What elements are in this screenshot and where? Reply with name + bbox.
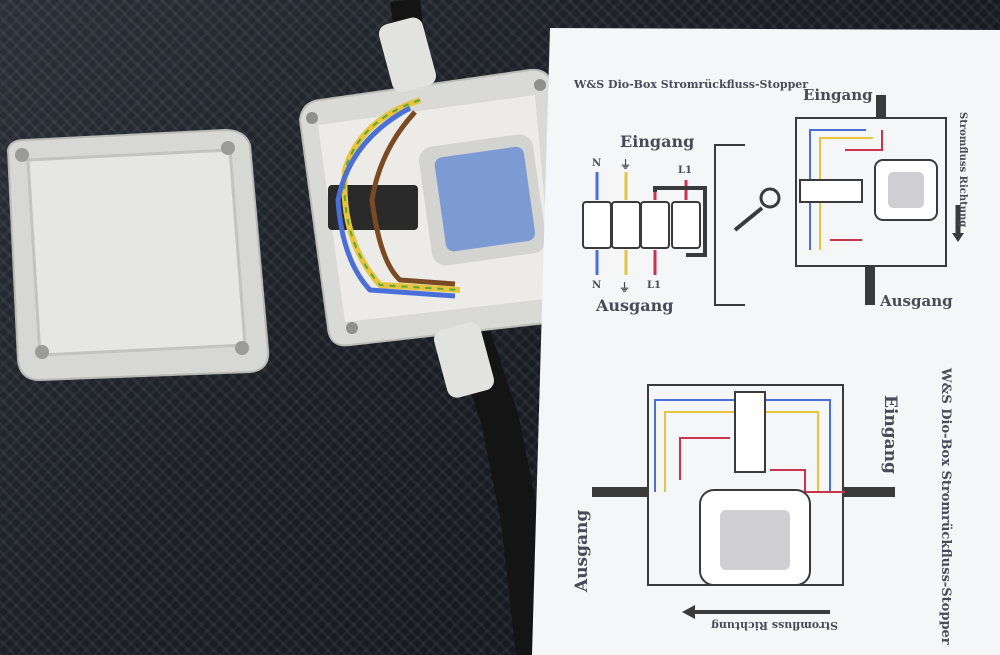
screw — [15, 148, 29, 162]
bottom-diagram-title: W&S Dio-Box Stromrückfluss-Stopper — [938, 368, 953, 645]
magnifier-icon — [759, 187, 781, 209]
top-diagram-flow-label: Stromfluss Richtung — [957, 112, 968, 228]
bottom-diagram-output-label: Ausgang — [572, 509, 592, 592]
arrow-left-icon — [682, 605, 695, 619]
screw — [35, 345, 49, 359]
detail-input-label: Eingang — [620, 132, 695, 151]
junction-box — [298, 17, 574, 398]
detail-terminal-earth-top: ⏚ — [620, 158, 631, 171]
screw — [235, 341, 249, 355]
detail-output-label: Ausgang — [596, 296, 674, 315]
detail-terminal-earth-bottom: ⏚ — [619, 281, 630, 294]
top-diagram-input-label: Eingang — [803, 86, 873, 104]
top-diagram-output-label: Ausgang — [880, 292, 953, 310]
wiring-diagram-top — [795, 95, 964, 305]
arrow-down-icon — [952, 233, 964, 242]
wiring-diagram-bottom — [592, 384, 895, 619]
arrow-icon — [733, 206, 764, 232]
screw — [221, 141, 235, 155]
terminal-detail — [582, 144, 781, 306]
bottom-diagram-input-label: Eingang — [880, 395, 900, 474]
detail-terminal-l1-top: L1 — [678, 165, 692, 176]
bottom-diagram-flow-label: Stromfluss Richtung — [711, 619, 838, 632]
detail-terminal-n-bottom: N — [592, 280, 602, 291]
detail-terminal-n-top: N — [592, 158, 602, 169]
detail-terminal-l1-bottom: L1 — [647, 280, 661, 291]
sheet-title: W&S Dio-Box Stromrückfluss-Stopper — [574, 78, 809, 91]
box-lid — [6, 128, 270, 382]
